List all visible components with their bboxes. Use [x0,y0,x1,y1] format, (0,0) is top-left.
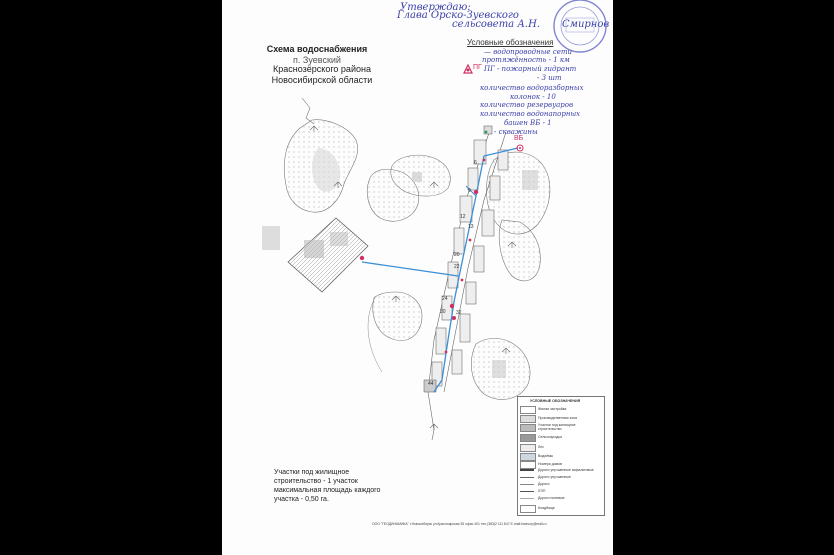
legend-item: Дороги полевые [538,496,565,500]
water-tower-marker [516,144,524,152]
title-line-1: Схема водоснабжения [266,44,368,54]
hydrant-markers [359,130,488,354]
legend-item: Дороги [538,482,550,486]
house-number: 32 [456,310,462,316]
legend-swatch-industrial [520,415,536,423]
legend-swatch-road [520,484,534,485]
printed-legend: УСЛОВНЫЕ ОБОЗНАЧЕНИЯ Жилая застройка Про… [517,396,605,516]
plots-note-line4: участка - 0,50 га. [274,496,329,503]
house-number: 12 [460,214,466,220]
house-number: 9 [468,188,471,194]
water-tower-label: ВБ [514,135,524,142]
handwritten-legend-line8: количество водонапорных [480,110,581,118]
handwritten-legend-line1: — водопроводные сети [484,48,572,56]
legend-swatch-housing [520,406,536,414]
tree-symbols [309,125,517,430]
plots-note-line3: максимальная площадь каждого [274,487,381,494]
legend-swatch-field-road [520,498,534,499]
printed-legend-heading: УСЛОВНЫЕ ОБОЗНАЧЕНИЯ [530,399,581,403]
pg-legend-label: ПГ [473,64,482,71]
approval-handwriting-3: сельсовета А.Н. [452,19,540,30]
handwritten-legend-line9: башен ВБ - 1 [504,119,552,127]
title-line-3: Краснозёрского района [273,64,371,74]
handwritten-legend-line5: количество водоразборных [480,84,584,92]
house-number: 13 [468,224,474,230]
legend-swatch-house-number [520,461,536,469]
handwritten-legend-heading: Условные обозначения [467,38,554,47]
forest-area-south [372,291,531,400]
legend-item: Жилая застройка [538,407,567,411]
house-number: 20 [454,252,460,258]
legend-swatch-power-line [520,491,534,492]
approval-handwriting-4: Смирнов [562,19,610,30]
legend-item: Производственная зона [538,416,577,420]
legend-item: ЛЭП [538,489,546,493]
title-line-4: Новосибирской области [271,75,373,85]
housing-plot-area [262,217,369,293]
village-map [262,97,551,441]
title-line-2: п. Зуевский [293,55,341,65]
legend-item: Водоёмы [538,454,554,458]
legend-swatch-asphalt-road [520,469,534,471]
plots-note-line1: Участки под жилищное [274,469,350,476]
scanned-page: Утверждаю: Глава Орско-Зуевского сельсов… [222,0,613,555]
handwritten-legend-line10: - скважины [494,128,538,136]
plots-note: Участки под жилищное строительство - 1 у… [274,468,380,504]
house-number: 6 [474,160,477,166]
legend-item: Дороги улучшенные [538,475,571,479]
plots-note-line2: строительство - 1 участок [274,478,358,485]
legend-item: Дороги улучшенные асфальтовые [538,468,594,472]
house-number: 24 [442,296,448,302]
fire-hydrant-icon [463,63,473,74]
legend-swatch-cemetery [520,505,536,513]
house-number: 30 [440,309,446,315]
house-number: 22 [454,264,460,270]
approval-handwriting-1: Утверждаю: [400,2,471,13]
handwritten-legend-line6: колонок - 10 [510,93,556,101]
handwritten-legend-line4: - 3 шт [537,74,562,82]
legend-item: Номера домов [538,462,562,466]
stamp-seal [553,0,607,53]
legend-item: Сельхозугодья [538,435,562,439]
footer-company-line: ООО "ГЕОДИНАМИКА" г.Новосибирск ул.Красн… [372,522,547,526]
legend-swatch-farmland [520,434,536,442]
legend-swatch-water [520,453,536,461]
legend-swatch-forest [520,444,536,452]
legend-item: Участки под жилищное строительство [538,423,576,431]
house-number: 44 [428,381,434,387]
approval-handwriting-2: Глава Орско-Зуевского [397,10,519,21]
water-pipeline [361,147,519,393]
forest-area-center [390,154,451,197]
handwritten-legend-line3: ПГ - пожарный гидрант [484,65,577,73]
legend-swatch-improved-road [520,477,534,478]
handwritten-legend-line7: количество резервуаров [480,101,574,109]
forest-area-east [486,151,551,282]
legend-swatch-plots [520,424,536,432]
forest-area-northwest [283,97,358,213]
handwritten-legend-line2: протяжённость - 1 км [482,56,570,64]
legend-item: Лес [538,445,544,449]
legend-item: Кладбище [538,506,555,510]
